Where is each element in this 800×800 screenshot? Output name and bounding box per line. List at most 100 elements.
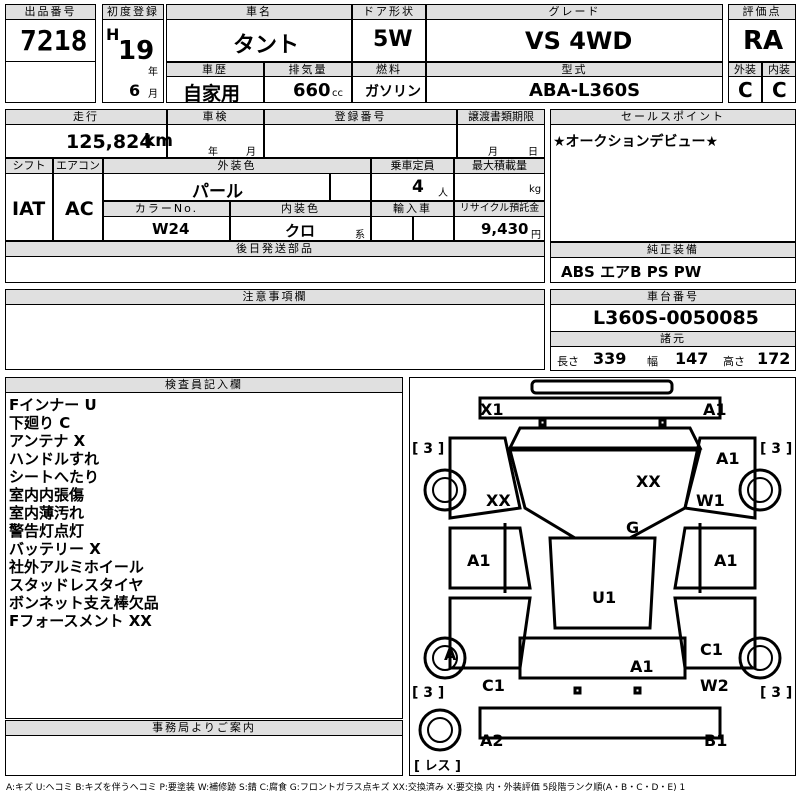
model-cell: ABA-L360S (426, 76, 723, 103)
intcolor-label: 内装色 (230, 201, 371, 217)
intcolor-cell: クロ 系 (230, 216, 371, 241)
length: 339 (593, 349, 627, 368)
year-unit: 年 (148, 67, 158, 78)
intcolor-unit: 系 (355, 230, 365, 241)
recycle: 9,430 (481, 220, 529, 238)
color-label: 外装色 (103, 158, 371, 174)
era: H (106, 25, 120, 44)
inspector-note: ボンネット支え棒欠品 (9, 594, 159, 612)
inspection-cell: 年 月 (167, 124, 264, 158)
grade-cell: VS 4WD (426, 19, 723, 62)
mark-x1: X1 (480, 400, 504, 419)
import-cell-2 (413, 216, 454, 241)
mark-a1-tr: A1 (703, 400, 727, 419)
import-cell (371, 216, 413, 241)
sales-label: セールスポイント (550, 109, 796, 125)
colorno-label: カラーNo. (103, 201, 230, 217)
ext-label: 外装 (728, 62, 762, 77)
load-cell: kg (454, 173, 545, 201)
sales-point: ★オークションデビュー★ (553, 134, 719, 150)
ac-label: エアコン (53, 158, 103, 174)
damage-diagram: X1 A1 A1 XX XX W1 G A1 A1 U1 A C1 A1 C1 … (409, 377, 796, 776)
mark-c1-left: C1 (482, 676, 505, 695)
transfer-cell: 月 日 (457, 124, 545, 158)
inspector-note: 室内薄汚れ (9, 504, 85, 522)
door-label: ドア形状 (352, 4, 426, 20)
displacement-unit: cc (332, 88, 343, 99)
model-label: 型式 (426, 62, 723, 77)
inspector-note: 社外アルミホイール (9, 558, 144, 576)
intcolor: クロ (285, 222, 316, 240)
import-label: 輸入車 (371, 201, 454, 217)
inspector-note: シートへたり (9, 468, 100, 486)
equip-label: 純正装備 (550, 242, 796, 258)
history-label: 車歴 (166, 62, 264, 77)
mileage-cell: 125,824 km (5, 124, 173, 158)
score-cell: RA (728, 19, 796, 62)
grade: VS 4WD (525, 27, 633, 55)
recycle-label: リサイクル預託金 (454, 201, 545, 217)
capacity-cell: 4 人 (371, 173, 454, 201)
legend: A:キズ U:ヘコミ B:キズを伴うヘコミ P:要塗装 W:補修跡 S:錆 C:… (6, 783, 686, 793)
shift-label: シフト (5, 158, 53, 174)
colorno-cell: W24 (103, 216, 230, 241)
mark-c1-right: C1 (700, 640, 723, 659)
caution-label: 注意事項欄 (5, 289, 545, 305)
tread-rear-left: [ 3 ] (412, 685, 445, 701)
door-cell: 5W (352, 19, 426, 62)
ac: AC (65, 198, 94, 220)
spec-cell: 長さ 339 幅 147 高さ 172 (550, 346, 796, 371)
tread-front-left: [ 3 ] (412, 441, 445, 457)
equip-cell: ABS エアB PS PW (550, 257, 796, 283)
mileage: 125,824 (66, 131, 153, 153)
length-label: 長さ (557, 355, 579, 368)
inspector-note: バッテリー X (9, 540, 101, 558)
ac-cell: AC (53, 173, 103, 241)
int-label: 内装 (762, 62, 796, 77)
inspector-note: アンテナ X (9, 432, 86, 450)
inspection-month-unit: 月 (246, 147, 256, 158)
mark-b1: B1 (704, 731, 728, 750)
inspector-note: 下廻り C (9, 414, 71, 432)
tread-rear-right: [ 3 ] (760, 685, 793, 701)
inspector-note: Fフォースメント XX (9, 612, 152, 630)
chassis-cell: L360S-0050085 (550, 304, 796, 332)
name-label: 車名 (166, 4, 352, 20)
mark-u1: U1 (592, 588, 617, 607)
inspector-note: 室内内張傷 (9, 486, 85, 504)
inspector-note: 警告灯点灯 (9, 522, 85, 540)
color-cell: パール (103, 173, 330, 202)
equipment: ABS エアB PS PW (561, 263, 702, 281)
mark-a1-right-door: A1 (714, 551, 738, 570)
reg-year: 19 (118, 36, 155, 66)
model: ABA-L360S (529, 80, 641, 101)
mark-xx-center: XX (636, 472, 661, 491)
lot-cell: 7218 (5, 19, 96, 62)
mark-g: G (626, 518, 640, 537)
first-reg-cell: H 19 年 6 月 (102, 19, 164, 103)
grade-label: グレード (426, 4, 723, 20)
height: 172 (757, 349, 791, 368)
mark-a1-rf: A1 (716, 449, 740, 468)
recycle-unit: 円 (531, 230, 541, 241)
color-extra-cell (330, 173, 371, 201)
history-cell: 自家用 (166, 76, 264, 105)
reg-month: 6 (129, 81, 141, 100)
width: 147 (675, 349, 709, 368)
ext-cell: C (728, 76, 762, 103)
shift: IAT (12, 198, 46, 220)
load-label: 最大積載量 (454, 158, 545, 174)
history: 自家用 (183, 83, 241, 105)
spare-tire: [ レス ] (414, 759, 461, 774)
lot-label: 出品番号 (5, 4, 96, 20)
inspection-label: 車検 (167, 109, 264, 125)
mileage-label: 走行 (5, 109, 167, 125)
load-unit: kg (529, 184, 542, 195)
mark-a2: A2 (480, 731, 504, 750)
height-label: 高さ (723, 355, 745, 368)
capacity-unit: 人 (438, 188, 448, 199)
displacement-cell: 660 cc (264, 76, 352, 103)
name-cell: タント (166, 19, 352, 62)
